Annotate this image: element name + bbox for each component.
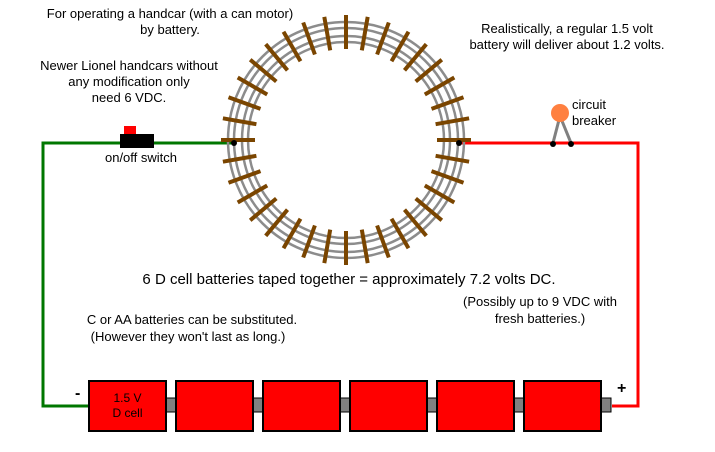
track-tie [375, 21, 391, 56]
d-cell-battery [88, 380, 167, 432]
track-tie [389, 30, 411, 63]
track-rail [226, 20, 466, 260]
track-tie [264, 208, 290, 238]
substitute-note-line-1: C or AA batteries can be substituted. [86, 312, 298, 327]
track-tie [236, 75, 269, 97]
track-tie [375, 224, 391, 259]
breaker-label-line-1: circuit [572, 97, 606, 112]
cell-type-label: D cell [112, 406, 143, 420]
track-tie [236, 183, 269, 205]
track-tie [402, 208, 428, 238]
track-tie [430, 169, 465, 185]
lionel-note-line-2: any modification only [68, 74, 190, 89]
negative-terminal-sign: - [75, 385, 81, 402]
track-tie [435, 153, 470, 164]
track-tie [281, 217, 303, 250]
realistic-note-line-2: battery will deliver about 1.2 volts. [469, 37, 665, 52]
track-tie [359, 229, 370, 264]
track-tie [227, 95, 262, 111]
track-tie [264, 42, 290, 72]
track-tie [359, 16, 370, 51]
track-rail [232, 26, 460, 254]
d-cell-battery [349, 380, 428, 432]
track-rail [246, 40, 446, 240]
breaker-terminal-dot [568, 141, 574, 147]
switch-body [120, 134, 154, 148]
d-cell-battery [436, 380, 515, 432]
fresh-note-line-2: fresh batteries.) [494, 311, 586, 326]
d-cell-battery [523, 380, 602, 432]
track-tie [322, 16, 333, 51]
positive-wire [459, 141, 640, 408]
cell-connector [165, 397, 177, 413]
main-caption: 6 D cell batteries taped together = appr… [142, 271, 556, 288]
on-off-switch[interactable] [120, 126, 154, 148]
d-cell-battery [262, 380, 341, 432]
substitute-note-line-2: (However they won't last as long.) [90, 329, 286, 344]
cell-connector [426, 397, 438, 413]
track-tie [248, 58, 278, 84]
circuit-breaker [550, 104, 574, 147]
track-tie [423, 75, 456, 97]
cell-connector [513, 397, 525, 413]
track-tie [222, 153, 257, 164]
switch-label: on/off switch [104, 150, 178, 165]
track-tie [414, 196, 444, 222]
track-tie [301, 21, 317, 56]
track-tie [430, 95, 465, 111]
lionel-note-line-3: need 6 VDC. [91, 90, 167, 105]
track-tie [414, 58, 444, 84]
realistic-note-line-1: Realistically, a regular 1.5 volt [481, 21, 653, 36]
title-line-2: by battery. [140, 22, 200, 37]
cell-voltage-label: 1.5 V [113, 391, 142, 405]
title-line-1: For operating a handcar (with a can moto… [46, 6, 294, 21]
battery-pack [88, 380, 612, 432]
track-tie [281, 30, 303, 63]
positive-terminal-sign: + [617, 380, 627, 397]
breaker-terminal-dot [550, 141, 556, 147]
breaker-label-line-2: breaker [572, 113, 617, 128]
lionel-note-line-1: Newer Lionel handcars without [40, 58, 218, 73]
d-cell-battery [175, 380, 254, 432]
left-terminal-dot [231, 140, 237, 146]
cell-connector [252, 397, 264, 413]
track-tie [227, 169, 262, 185]
track-tie [423, 183, 456, 205]
track-rail [240, 34, 452, 246]
track-tie [389, 217, 411, 250]
track-tie [435, 116, 470, 127]
breaker-bulb [551, 104, 569, 122]
track-tie [322, 229, 333, 264]
track-tie [301, 224, 317, 259]
right-terminal-dot [456, 140, 462, 146]
cell-connector [339, 397, 351, 413]
track-tie [222, 116, 257, 127]
track-tie [402, 42, 428, 72]
fresh-note-line-1: (Possibly up to 9 VDC with [463, 294, 617, 309]
track-tie [248, 196, 278, 222]
cell-connector [600, 397, 612, 413]
switch-button[interactable] [124, 126, 136, 134]
circular-track [221, 15, 471, 265]
